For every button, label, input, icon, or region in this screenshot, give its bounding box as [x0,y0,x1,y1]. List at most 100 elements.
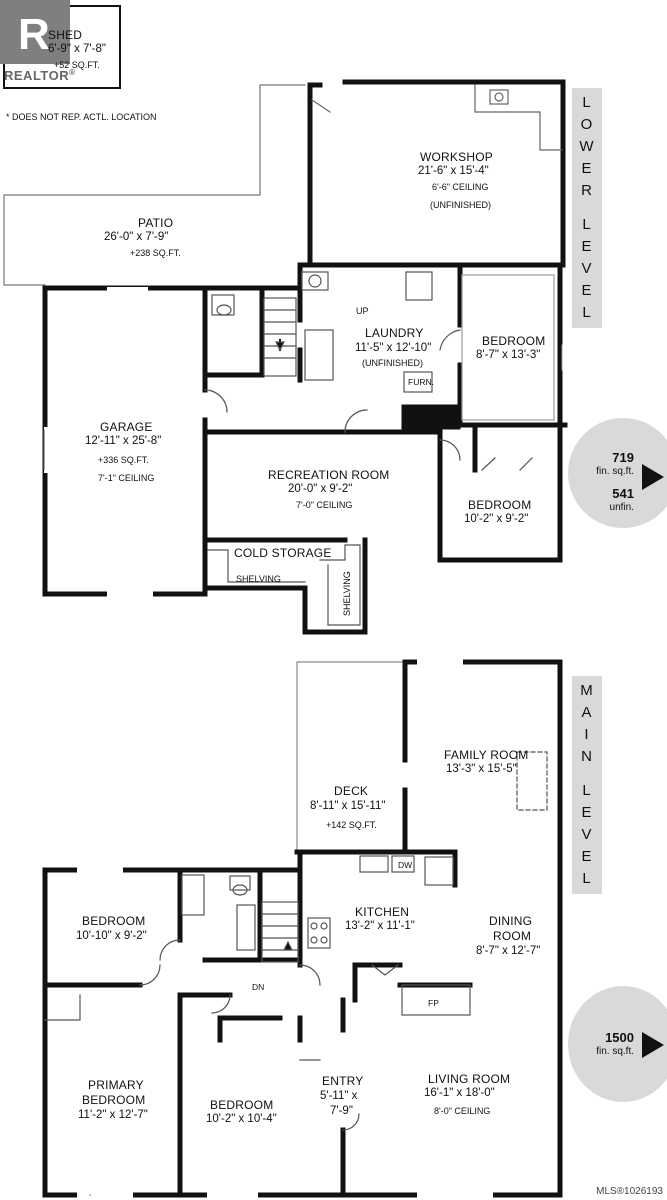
realtor-brand-text: REALTOR [4,68,70,83]
main-level-letter: L [582,782,592,799]
lower-finished-sqft: 719 [612,450,634,465]
cold-storage-name: COLD STORAGE [234,546,332,560]
realtor-logo: R REALTOR® [0,0,76,92]
main-bedroom2-name: BEDROOM [210,1098,274,1112]
deck-outline [296,661,406,853]
furnace-label: FURN. [408,377,434,387]
lower-bedroom1-name: BEDROOM [482,334,546,348]
mls-number: MLS®1026193 [596,1186,663,1197]
main-fixtures [44,751,548,1196]
recreation-dims: 20'-0" x 9'-2" [288,483,353,495]
dishwasher-label: DW [398,860,413,870]
main-level-letter: I [584,726,590,743]
garage-ceiling: 7'-1" CEILING [98,473,155,483]
main-level-letter: V [581,826,593,843]
dining-name: DINING [489,914,533,928]
garage-area: +336 SQ.FT. [98,455,149,465]
main-level-letter: N [581,748,593,765]
realtor-registered-mark: ® [69,68,76,77]
stairs-down-label: DN [252,982,265,992]
primary-bedroom-name: PRIMARY [88,1078,144,1092]
workshop-status: (UNFINISHED) [430,200,491,210]
patio-area: +238 SQ.FT. [130,248,181,258]
lower-bedroom1-dims: 8'-7" x 13'-3" [476,349,541,361]
location-note: * DOES NOT REP. ACTL. LOCATION [6,112,157,122]
deck-name: DECK [334,784,369,798]
workshop-walls [302,79,566,268]
dining-name-line2: ROOM [493,929,532,943]
main-level-letter [572,768,602,780]
main-level-letter: L [582,870,592,887]
deck-area: +142 SQ.FT. [326,820,377,830]
fireplace-label: FP [428,998,439,1008]
lower-level-letter [572,202,602,214]
shed-name: SHED [48,28,83,42]
lower-level-letter: L [582,304,592,321]
main-finished-unit: fin. sq.ft. [596,1046,634,1057]
workshop-ceiling: 6'-6" CEILING [432,182,489,192]
shelving-label: SHELVING [236,574,281,584]
dining-dims: 8'-7" x 12'-7" [476,945,541,957]
living-room-dims: 16'-1" x 18'-0" [424,1087,495,1099]
lower-level-letter: E [581,238,593,255]
entry-name: ENTRY [322,1074,364,1088]
lower-level-walls [202,262,568,635]
workshop-dims: 21'-6" x 15'-4" [418,165,489,177]
chimney-block [401,404,461,430]
entry-dims: 5'-11" x [320,1090,358,1102]
lower-finished-unit: fin. sq.ft. [596,466,634,477]
main-level-letter: E [581,804,593,821]
workshop-name: WORKSHOP [420,150,493,164]
patio-name: PATIO [138,216,174,230]
lower-level-letter: L [582,216,592,233]
stairs-up-label: UP [356,306,369,316]
lower-bedroom2-dims: 10'-2" x 9'-2" [464,513,529,525]
kitchen-name: KITCHEN [355,905,410,919]
main-bedroom2-dims: 10'-2" x 10'-4" [206,1113,277,1125]
lower-level-letter: V [581,260,593,277]
main-finished-sqft: 1500 [605,1030,634,1045]
lower-level-letter: E [581,282,593,299]
lower-north-arrow-icon [642,464,664,490]
main-north-arrow-icon [642,1032,664,1058]
lower-fixtures [204,271,555,626]
recreation-name: RECREATION ROOM [268,468,390,482]
recreation-ceiling: 7'-0" CEILING [296,500,353,510]
lower-bedroom2-name: BEDROOM [468,498,532,512]
lower-level-letter: O [580,116,594,133]
laundry-dims: 11'-5" x 12'-10" [355,342,432,354]
main-level-letter: M [580,682,594,699]
living-room-name: LIVING ROOM [428,1072,511,1086]
main-level-letter: E [581,848,593,865]
family-room-name: FAMILY ROOM [444,748,529,762]
laundry-name: LAUNDRY [365,326,424,340]
lower-level-letter: W [579,138,595,155]
family-room-dims: 13'-3" x 15'-5" [446,763,517,775]
main-bedroom1-name: BEDROOM [82,914,146,928]
garage-dims: 12'-11" x 25'-8" [85,435,162,447]
shed-dims: 6'-9" x 7'-8" [48,43,106,55]
primary-bedroom-name-line2: BEDROOM [82,1093,146,1107]
laundry-status: (UNFINISHED) [362,358,423,368]
entry-dims-line2: 7'-9" [330,1105,353,1117]
lower-unfinished-sqft: 541 [612,486,634,501]
lower-unfinished-unit: unfin. [609,502,634,513]
primary-bedroom-dims: 11'-2" x 12'-7" [78,1109,148,1121]
lower-level-letter: R [581,182,593,199]
workshop-details [311,84,563,151]
patio-dims: 26'-0" x 7'-9" [104,231,169,243]
deck-dims: 8'-11" x 15'-11" [310,800,386,812]
garage-name: GARAGE [100,420,153,434]
shed-area: +52 SQ.FT. [54,60,100,70]
main-level-letter: A [581,704,593,721]
lower-level-letter: L [582,94,592,111]
kitchen-dims: 13'-2" x 11'-1" [345,920,415,932]
main-bedroom1-dims: 10'-10" x 9'-2" [76,930,147,942]
shelving-label-vertical: SHELVING [341,571,352,617]
realtor-mark-icon: R [0,0,70,64]
living-room-ceiling: 8'-0" CEILING [434,1106,491,1116]
lower-level-letter: E [581,160,593,177]
